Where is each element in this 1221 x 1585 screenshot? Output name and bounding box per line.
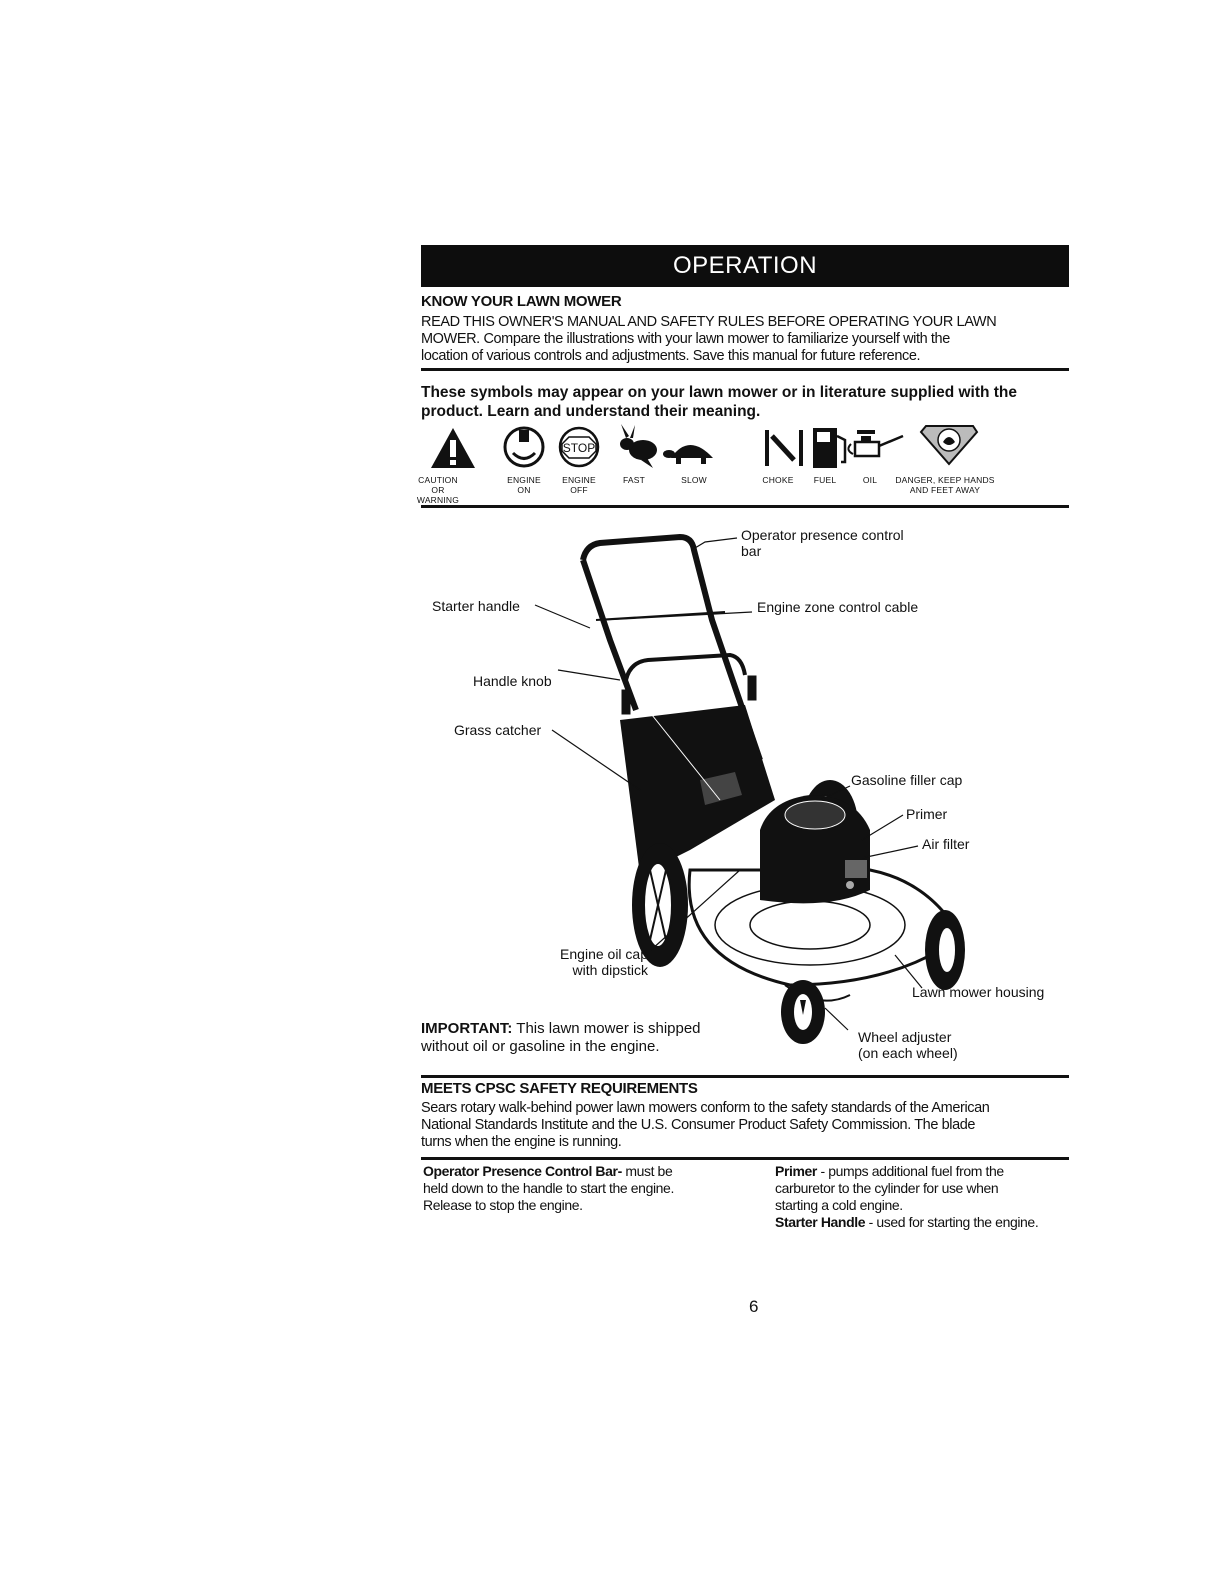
fuel-icon bbox=[813, 428, 847, 468]
know-line-3: location of various controls and adjustm… bbox=[421, 348, 921, 364]
grass-catcher bbox=[620, 699, 775, 875]
symbol-label-text: OIL bbox=[862, 475, 878, 485]
description-left: Operator Presence Control Bar- must be h… bbox=[423, 1163, 763, 1214]
important-note: IMPORTANT: This lawn mower is shipped wi… bbox=[421, 1020, 761, 1056]
cpsc-line-3: turns when the engine is running. bbox=[421, 1134, 622, 1150]
important-text: This lawn mower is shipped bbox=[512, 1020, 701, 1037]
label-handle-knob: Handle knob bbox=[473, 673, 552, 689]
slow-turtle-icon bbox=[663, 445, 713, 464]
description-text: - used for starting the engine. bbox=[865, 1214, 1039, 1230]
symbol-label-text: SLOW bbox=[681, 475, 707, 485]
symbol-label-engine-off: ENGINE OFF bbox=[554, 475, 604, 495]
term-primer: Primer bbox=[775, 1163, 817, 1179]
label-starter-handle: Starter handle bbox=[432, 598, 520, 614]
symbol-label-text: AND FEET AWAY bbox=[909, 485, 981, 495]
symbol-label-danger: DANGER, KEEP HANDS AND FEET AWAY bbox=[880, 475, 1010, 495]
important-label: IMPORTANT: bbox=[421, 1020, 513, 1037]
description-left-line-2: held down to the handle to start the eng… bbox=[423, 1180, 674, 1196]
label-air-filter: Air filter bbox=[922, 836, 970, 852]
term-starter-handle: Starter Handle bbox=[775, 1214, 866, 1230]
description-text: must be bbox=[621, 1163, 673, 1179]
symbols-intro-line-1: These symbols may appear on your lawn mo… bbox=[421, 384, 1018, 401]
stop-text: STOP bbox=[563, 441, 595, 455]
symbols-intro: These symbols may appear on your lawn mo… bbox=[421, 383, 1081, 421]
symbol-label-choke: CHOKE bbox=[758, 475, 798, 485]
know-heading: KNOW YOUR LAWN MOWER bbox=[421, 293, 622, 310]
section-banner: OPERATION bbox=[421, 245, 1069, 287]
label-text: Engine oil cap bbox=[560, 946, 648, 962]
label-text: with dipstick bbox=[572, 962, 648, 978]
engine-off-icon: STOP bbox=[558, 426, 600, 468]
engine-on-icon bbox=[503, 426, 545, 468]
symbol-label-text: OFF bbox=[570, 485, 588, 495]
know-paragraph: READ THIS OWNER'S MANUAL AND SAFETY RULE… bbox=[421, 314, 1081, 365]
label-text: bar bbox=[741, 543, 762, 559]
symbol-label-oil: OIL bbox=[855, 475, 885, 485]
symbols-intro-line-2: product. Learn and understand their mean… bbox=[421, 403, 761, 420]
front-wheel-left bbox=[781, 980, 825, 1044]
know-line-1: READ THIS OWNER'S MANUAL AND SAFETY RULE… bbox=[421, 314, 997, 330]
term-operator-bar: Operator Presence Control Bar- bbox=[423, 1163, 622, 1179]
symbol-label-text: FUEL bbox=[813, 475, 837, 485]
fast-rabbit-icon bbox=[620, 424, 657, 468]
symbol-label-slow: SLOW bbox=[674, 475, 714, 485]
mower-engine bbox=[760, 795, 870, 904]
description-text: - pumps additional fuel from the bbox=[816, 1163, 1004, 1179]
label-grass-catcher: Grass catcher bbox=[454, 722, 542, 738]
description-right-line-1: Primer - pumps additional fuel from the bbox=[775, 1163, 1075, 1180]
symbol-label-text: FAST bbox=[622, 475, 646, 485]
label-engine-zone-cable: Engine zone control cable bbox=[757, 599, 919, 615]
symbol-label-text: CAUTION bbox=[418, 475, 458, 485]
label-text: (on each wheel) bbox=[858, 1045, 958, 1061]
symbol-label-text: ENGINE bbox=[562, 475, 596, 485]
description-right-line-3: starting a cold engine. bbox=[775, 1197, 903, 1213]
divider bbox=[421, 1157, 1069, 1160]
divider bbox=[421, 505, 1069, 508]
cpsc-heading: MEETS CPSC SAFETY REQUIREMENTS bbox=[421, 1080, 698, 1097]
important-line-2: without oil or gasoline in the engine. bbox=[421, 1038, 660, 1055]
description-right-line-4: Starter Handle - used for starting the e… bbox=[775, 1214, 1075, 1231]
important-line-1: IMPORTANT: This lawn mower is shipped bbox=[421, 1020, 761, 1038]
divider bbox=[421, 368, 1069, 371]
callout-leaders bbox=[534, 537, 923, 1031]
label-housing: Lawn mower housing bbox=[912, 984, 1045, 1000]
label-gasoline-cap: Gasoline filler cap bbox=[851, 772, 963, 788]
oil-can-icon bbox=[847, 430, 904, 458]
divider bbox=[421, 1075, 1069, 1078]
label-text: Operator presence control bbox=[741, 527, 904, 543]
danger-hands-feet-icon bbox=[919, 425, 979, 466]
cpsc-paragraph: Sears rotary walk-behind power lawn mowe… bbox=[421, 1100, 1081, 1151]
label-wheel-adjuster: Wheel adjuster (on each wheel) bbox=[858, 1029, 958, 1061]
know-line-2: MOWER. Compare the illustrations with yo… bbox=[421, 331, 950, 347]
symbol-label-fast: FAST bbox=[614, 475, 654, 485]
symbol-label-text: ENGINE bbox=[507, 475, 541, 485]
label-operator-bar: Operator presence control bar bbox=[741, 527, 904, 559]
description-right-line-2: carburetor to the cylinder for use when bbox=[775, 1180, 999, 1196]
label-primer: Primer bbox=[906, 806, 948, 822]
label-text: Wheel adjuster bbox=[858, 1029, 952, 1045]
caution-warning-icon bbox=[431, 428, 475, 468]
symbol-label-fuel: FUEL bbox=[810, 475, 840, 485]
mower-handle bbox=[580, 533, 763, 761]
description-left-line-3: Release to stop the engine. bbox=[423, 1197, 583, 1213]
front-wheel-right bbox=[925, 910, 965, 990]
rear-wheel-left bbox=[632, 843, 688, 967]
cpsc-line-1: Sears rotary walk-behind power lawn mowe… bbox=[421, 1100, 990, 1116]
symbol-label-text: ON bbox=[517, 485, 531, 495]
symbol-label-text: DANGER, KEEP HANDS bbox=[895, 475, 995, 485]
symbols-row: STOP bbox=[431, 424, 979, 468]
choke-icon bbox=[765, 430, 803, 466]
description-left-line-1: Operator Presence Control Bar- must be bbox=[423, 1163, 763, 1180]
symbol-label-engine-on: ENGINE ON bbox=[499, 475, 549, 495]
cpsc-line-2: National Standards Institute and the U.S… bbox=[421, 1117, 976, 1133]
description-right: Primer - pumps additional fuel from the … bbox=[775, 1163, 1075, 1231]
symbol-label-caution: CAUTION OR WARNING bbox=[413, 475, 463, 505]
symbol-label-text: OR WARNING bbox=[416, 485, 460, 505]
symbol-label-text: CHOKE bbox=[762, 475, 794, 485]
page-number: 6 bbox=[749, 1297, 759, 1316]
label-engine-oil-cap: Engine oil cap with dipstick bbox=[528, 946, 648, 978]
